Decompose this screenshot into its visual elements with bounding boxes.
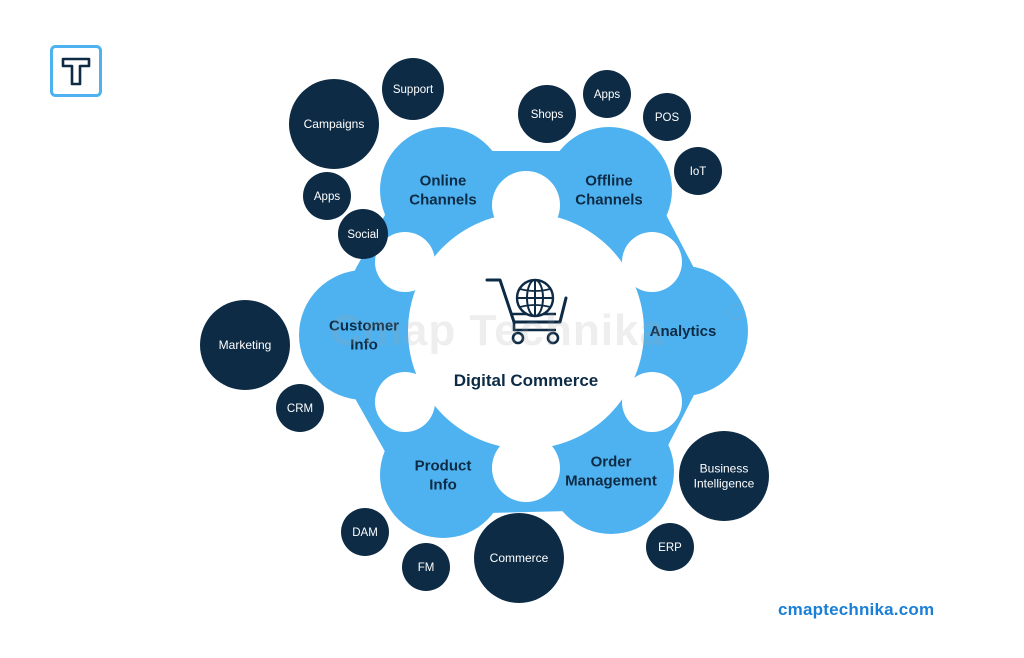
satellite-iot: IoT — [674, 147, 722, 195]
satellite-label-erp: ERP — [658, 542, 682, 554]
watermark: Cmap Technika — [330, 306, 665, 355]
satellite-nodes: SupportCampaignsAppsSocialShopsAppsPOSIo… — [200, 58, 769, 603]
satellite-pos: POS — [643, 93, 691, 141]
satellite-marketing: Marketing — [200, 300, 290, 390]
hub-label-analytics: Analytics — [650, 323, 717, 340]
satellite-label-apps-2: Apps — [594, 89, 620, 101]
satellite-crm: CRM — [276, 384, 324, 432]
satellite-label-pos: POS — [655, 112, 680, 124]
satellite-apps-2: Apps — [583, 70, 631, 118]
satellite-campaigns: Campaigns — [289, 79, 379, 169]
satellite-shops: Shops — [518, 85, 576, 143]
satellite-commerce: Commerce — [474, 513, 564, 603]
satellite-label-commerce: Commerce — [490, 551, 549, 565]
satellite-label-crm: CRM — [287, 403, 313, 415]
satellite-erp: ERP — [646, 523, 694, 571]
satellite-label-shops: Shops — [531, 109, 564, 121]
satellite-label-iot: IoT — [690, 166, 707, 178]
satellite-label-dam: DAM — [352, 527, 378, 539]
satellite-label-campaigns: Campaigns — [304, 117, 365, 131]
website-link[interactable]: cmaptechnika.com — [778, 600, 935, 619]
satellite-label-support: Support — [393, 84, 434, 96]
satellite-support: Support — [382, 58, 444, 120]
center-title: Digital Commerce — [454, 371, 599, 390]
satellite-label-apps-1: Apps — [314, 191, 340, 203]
satellite-apps-1: Apps — [303, 172, 351, 220]
shopping-cart-globe-icon — [485, 278, 568, 345]
satellite-fm: FM — [402, 543, 450, 591]
brand-logo-icon — [50, 45, 102, 97]
registered-mark-icon — [728, 304, 744, 320]
satellite-label-fm: FM — [418, 562, 435, 574]
satellite-social: Social — [338, 209, 388, 259]
satellite-label-social: Social — [347, 229, 378, 241]
satellite-dam: DAM — [341, 508, 389, 556]
satellite-label-marketing: Marketing — [219, 338, 272, 352]
